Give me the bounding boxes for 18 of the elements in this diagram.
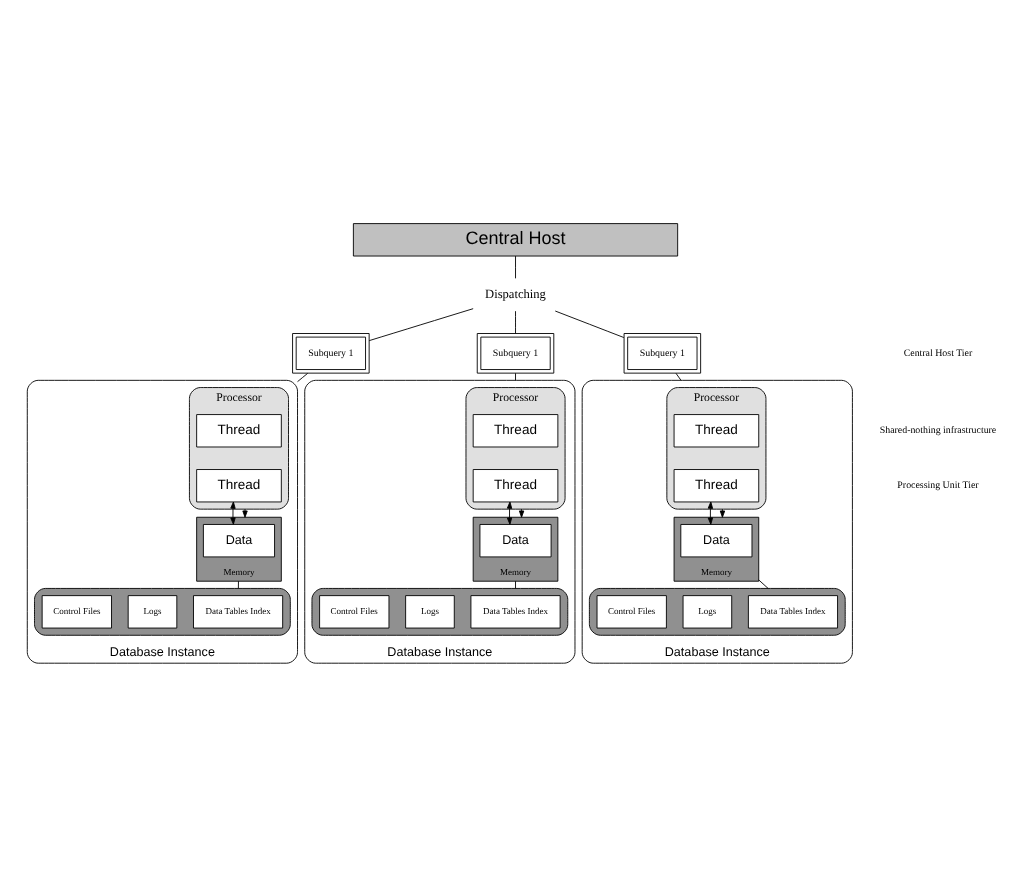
connector bbox=[515, 255, 516, 279]
arrow bbox=[242, 508, 248, 518]
arrow bbox=[506, 501, 513, 525]
cluster bbox=[588, 587, 846, 636]
connector bbox=[297, 372, 309, 383]
connector bbox=[758, 579, 769, 589]
cluster bbox=[34, 587, 291, 636]
connector bbox=[554, 310, 625, 338]
connector bbox=[515, 310, 516, 334]
cluster bbox=[311, 587, 569, 636]
arrow bbox=[230, 501, 236, 525]
connector bbox=[515, 580, 516, 589]
node-box: Central Host bbox=[352, 223, 679, 257]
connector bbox=[368, 308, 474, 342]
connector bbox=[237, 580, 239, 589]
arrow bbox=[707, 501, 714, 525]
connector bbox=[675, 372, 682, 381]
connector bbox=[515, 372, 516, 381]
